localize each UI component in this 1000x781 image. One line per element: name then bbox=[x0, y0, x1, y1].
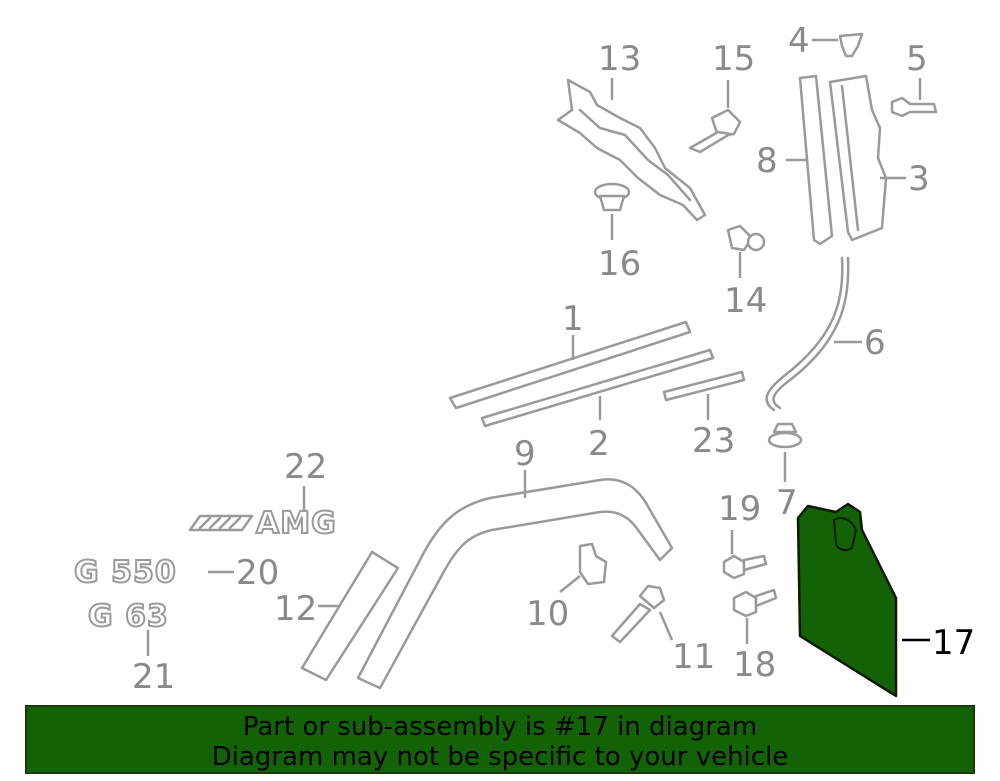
callout-10: 10 bbox=[526, 594, 569, 634]
amg-text: AMG bbox=[256, 506, 337, 541]
part-19-screw[interactable] bbox=[722, 554, 768, 580]
leader-10 bbox=[559, 575, 581, 593]
parts-diagram: 13 15 16 14 4 5 8 3 bbox=[73, 21, 975, 698]
callout-17: 17 bbox=[932, 623, 975, 663]
callout-18: 18 bbox=[733, 645, 776, 685]
callout-15: 15 bbox=[712, 39, 755, 79]
part-15-screw[interactable] bbox=[688, 108, 742, 154]
part-7-clip[interactable] bbox=[767, 422, 803, 449]
part-9-flare[interactable] bbox=[356, 478, 674, 690]
leader-11 bbox=[658, 611, 674, 641]
part-11-rivet[interactable] bbox=[610, 584, 666, 644]
part-20-g550-badge[interactable]: G 550 bbox=[73, 554, 177, 591]
part-21-g63-badge[interactable]: G 63 bbox=[87, 598, 169, 635]
part-8-strip[interactable] bbox=[798, 74, 834, 246]
part-12-trim[interactable] bbox=[300, 550, 400, 682]
part-6-seal[interactable] bbox=[765, 256, 850, 412]
part-14-clip[interactable] bbox=[726, 224, 766, 252]
g63-text: G 63 bbox=[88, 599, 169, 634]
part-2-strip[interactable] bbox=[480, 348, 715, 428]
callout-9: 9 bbox=[514, 434, 536, 474]
banner-line-2: Diagram may not be specific to your vehi… bbox=[211, 742, 789, 772]
callout-21: 21 bbox=[132, 657, 175, 697]
part-4-clip[interactable] bbox=[838, 32, 864, 58]
part-17-mud-flap[interactable] bbox=[796, 502, 898, 698]
callout-23: 23 bbox=[692, 421, 735, 461]
callout-16: 16 bbox=[598, 244, 641, 284]
part-3-pillar-trim[interactable] bbox=[828, 74, 888, 242]
part-5-bolt[interactable] bbox=[890, 96, 938, 118]
info-banner: Part or sub-assembly is #17 in diagram D… bbox=[25, 705, 975, 774]
callout-1: 1 bbox=[562, 299, 584, 339]
part-22-amg-badge[interactable]: AMG bbox=[188, 505, 337, 542]
callout-8: 8 bbox=[756, 141, 778, 181]
callout-12: 12 bbox=[274, 589, 317, 629]
callout-19: 19 bbox=[718, 489, 761, 529]
part-16-clip[interactable] bbox=[593, 182, 631, 212]
callout-11: 11 bbox=[672, 637, 715, 677]
callout-4: 4 bbox=[788, 21, 810, 61]
g550-text: G 550 bbox=[74, 555, 177, 590]
banner-line-1: Part or sub-assembly is #17 in diagram bbox=[242, 712, 758, 742]
part-18-screw[interactable] bbox=[732, 588, 778, 618]
callout-5: 5 bbox=[906, 39, 928, 79]
callout-2: 2 bbox=[588, 424, 610, 464]
part-13-bracket[interactable] bbox=[556, 78, 707, 222]
callout-13: 13 bbox=[598, 39, 641, 79]
callout-14: 14 bbox=[724, 281, 767, 321]
part-23-strip[interactable] bbox=[662, 370, 746, 402]
callout-22: 22 bbox=[284, 447, 327, 487]
part-10-bracket[interactable] bbox=[578, 542, 608, 586]
callout-20: 20 bbox=[236, 553, 279, 593]
callout-7: 7 bbox=[776, 483, 798, 523]
part-1-strip[interactable] bbox=[448, 320, 692, 410]
callout-3: 3 bbox=[908, 159, 930, 199]
callout-6: 6 bbox=[864, 323, 886, 363]
